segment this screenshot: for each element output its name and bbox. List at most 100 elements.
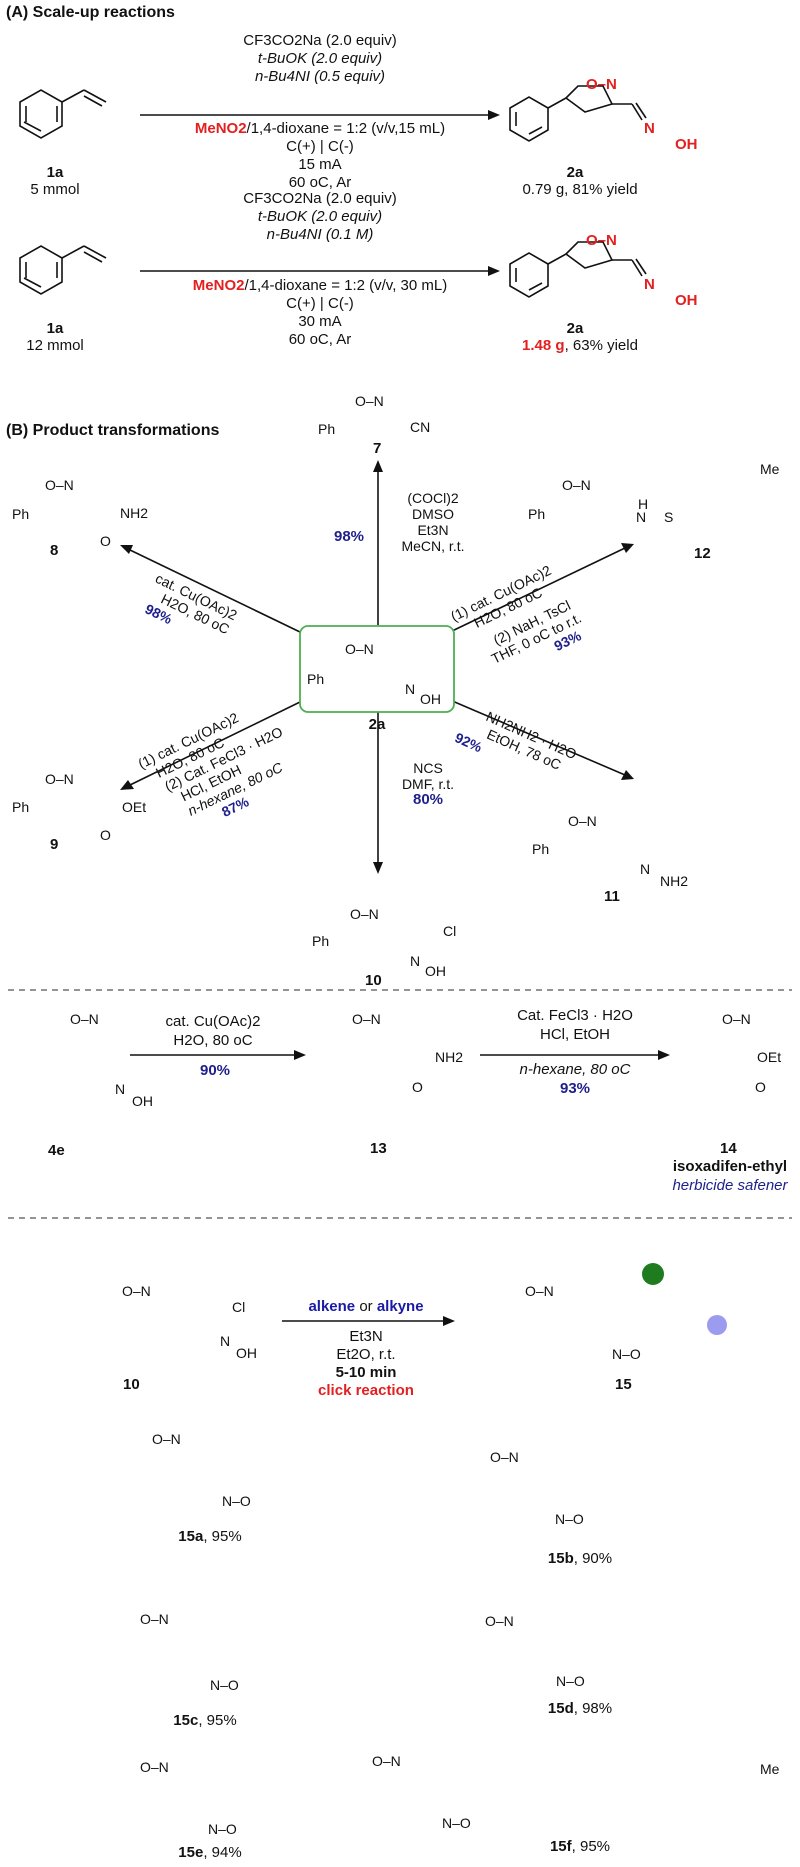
r2-prod-yield-wrap: 1.48 g, 63% yield xyxy=(505,337,655,355)
s4e-atom-N: N xyxy=(115,1081,126,1097)
r1-atom-OH: OH xyxy=(675,136,698,153)
section-a-title: (A) Scale-up reactions xyxy=(6,4,175,22)
r1-sm-label: 1a xyxy=(46,164,64,181)
t7-conditions: (COCl)2 DMSO Et3N MeCN, r.t. xyxy=(388,490,478,554)
r2-cond-3: n-Bu4NI (0.1 M) xyxy=(266,226,374,243)
t7-c1: (COCl)2 xyxy=(407,490,459,506)
seq-b1: Cat. FeCl3 · H2O xyxy=(517,1007,633,1024)
ex15e-atom-NO: N–O xyxy=(208,1821,237,1837)
p12-atom-Me: Me xyxy=(760,461,780,477)
p8-atom-NH2: NH2 xyxy=(120,505,149,521)
s14-atom-OEt: OEt xyxy=(757,1049,782,1065)
ex15b-atom-ON: O–N xyxy=(490,1449,519,1465)
t7-c4: MeCN, r.t. xyxy=(401,538,465,554)
r2-solvent: /1,4-dioxane = 1:2 (v/v, 30 mL) xyxy=(244,277,448,294)
t7-c3: Et3N xyxy=(417,522,449,538)
p12-atom-ON: O–N xyxy=(562,477,591,493)
section-b-tag: (B) xyxy=(6,422,29,439)
seq-b3: n-hexane, 80 oC xyxy=(519,1061,631,1078)
click-or: or xyxy=(359,1298,373,1315)
r2-current: 30 mA xyxy=(298,313,342,330)
r2-sm-label: 1a xyxy=(46,320,64,337)
ex15d-yield: , 98% xyxy=(573,1700,613,1717)
p12-atom-S: S xyxy=(664,509,674,525)
click-prod-label: 15 xyxy=(615,1376,632,1393)
hub-atom-OH: OH xyxy=(420,691,441,707)
ex15e-label: 15e xyxy=(178,1844,204,1861)
r1-cond-1: CF3CO2Na (2.0 equiv) xyxy=(243,32,397,49)
seq-label-4e: 4e xyxy=(48,1142,65,1159)
ex15f-label: 15f xyxy=(549,1838,572,1855)
ex15e-caption: 15e, 94% xyxy=(150,1844,270,1862)
p10-label: 10 xyxy=(365,972,382,989)
seq-a-yield: 90% xyxy=(199,1062,231,1079)
p9-atom-O: O xyxy=(100,827,111,843)
p12-atom-N: N xyxy=(636,509,647,525)
p10-atom-N: N xyxy=(410,953,421,969)
p7-atom-ON: O–N xyxy=(355,393,384,409)
p11-atom-N: N xyxy=(640,861,651,877)
r2-cond-1: CF3CO2Na (2.0 equiv) xyxy=(243,190,397,207)
r2-prod-yield: , 63% yield xyxy=(564,337,638,354)
ex15e-yield: , 94% xyxy=(203,1844,242,1861)
p12-atom-Ph: Ph xyxy=(528,506,546,522)
p9-label: 9 xyxy=(50,836,59,853)
seq-a2: H2O, 80 oC xyxy=(173,1032,253,1049)
click-sm-label: 10 xyxy=(123,1376,140,1393)
r1-cond-2: t-BuOK (2.0 equiv) xyxy=(257,50,383,67)
r1-sm-amount: 5 mmol xyxy=(30,181,80,198)
click-alkene: alkene xyxy=(308,1298,356,1315)
seq-a1: cat. Cu(OAc)2 xyxy=(165,1013,261,1030)
p11-atom-Ph: Ph xyxy=(532,841,550,857)
p7-atom-Ph: Ph xyxy=(318,421,336,437)
hub-atom-Ph: Ph xyxy=(307,671,325,687)
t10-yield: 80% xyxy=(412,791,444,808)
r1-nitromethane: MeNO2 xyxy=(194,120,247,137)
ex15d-atom-NO: N–O xyxy=(556,1673,585,1689)
reaction-1-conditions-bottom: MeNO2/1,4-dioxane = 1:2 (v/v,15 mL) C(+)… xyxy=(150,120,490,192)
seq-b-yield: 93% xyxy=(559,1080,591,1097)
c10-atom-ON: O–N xyxy=(122,1283,151,1299)
ex15d-atom-ON: O–N xyxy=(485,1613,514,1629)
ex15d-label: 15d xyxy=(547,1700,574,1717)
p12-atom-H: H xyxy=(638,496,649,512)
s13-atom-ON: O–N xyxy=(352,1011,381,1027)
r1-cond-3: n-Bu4NI (0.5 equiv) xyxy=(254,68,386,85)
r2-nitromethane: MeNO2 xyxy=(192,277,245,294)
hub-2a-box xyxy=(299,625,455,713)
seq-step2-conditions: Cat. FeCl3 · H2O HCl, EtOH xyxy=(485,1006,665,1044)
arrow-to-12 xyxy=(449,547,626,633)
c10-atom-OH: OH xyxy=(236,1345,257,1361)
s14-atom-ON: O–N xyxy=(722,1011,751,1027)
r1-electrodes: C(+) | C(-) xyxy=(286,138,354,155)
t10-c1: NCS xyxy=(413,760,443,776)
c15-atom-NO: N–O xyxy=(612,1346,641,1362)
styrene-1a-structure-2 xyxy=(19,245,107,295)
section-a-label: Scale-up reactions xyxy=(32,4,175,21)
ex15b-yield: , 90% xyxy=(573,1550,613,1567)
click-reagent: alkene or alkyne xyxy=(286,1298,446,1316)
seq-b2: HCl, EtOH xyxy=(539,1026,610,1043)
seq-label-13: 13 xyxy=(370,1140,387,1157)
ex15e-atom-ON: O–N xyxy=(140,1759,169,1775)
click-alkyne: alkyne xyxy=(376,1298,424,1315)
r2-sm-amount: 12 mmol xyxy=(26,337,84,354)
ex15f-atom-Me: Me xyxy=(760,1761,780,1777)
click-conditions: Et3N Et2O, r.t. 5-10 min click reaction xyxy=(286,1328,446,1400)
click-tag: click reaction xyxy=(318,1382,414,1399)
reaction-1-conditions-top: CF3CO2Na (2.0 equiv) t-BuOK (2.0 equiv) … xyxy=(170,32,470,86)
s13-atom-O: O xyxy=(412,1079,423,1095)
ex15c-label: 15c xyxy=(173,1712,199,1729)
r2-atom-N: N xyxy=(644,276,655,293)
arrow-to-8 xyxy=(129,549,301,633)
seq-label-14: 14 xyxy=(720,1140,737,1157)
r2-prod-mass: 1.48 g xyxy=(522,337,565,354)
ex15a-atom-NO: N–O xyxy=(222,1493,251,1509)
p7-atom-CN: CN xyxy=(410,419,431,435)
r1-prod-yield: 0.79 g, 81% yield xyxy=(522,181,638,198)
styrene-1a-structure xyxy=(19,89,107,139)
ex15c-yield: , 95% xyxy=(198,1712,237,1729)
ex15c-caption: 15c, 95% xyxy=(145,1712,265,1730)
c10-atom-Cl: Cl xyxy=(232,1299,246,1315)
